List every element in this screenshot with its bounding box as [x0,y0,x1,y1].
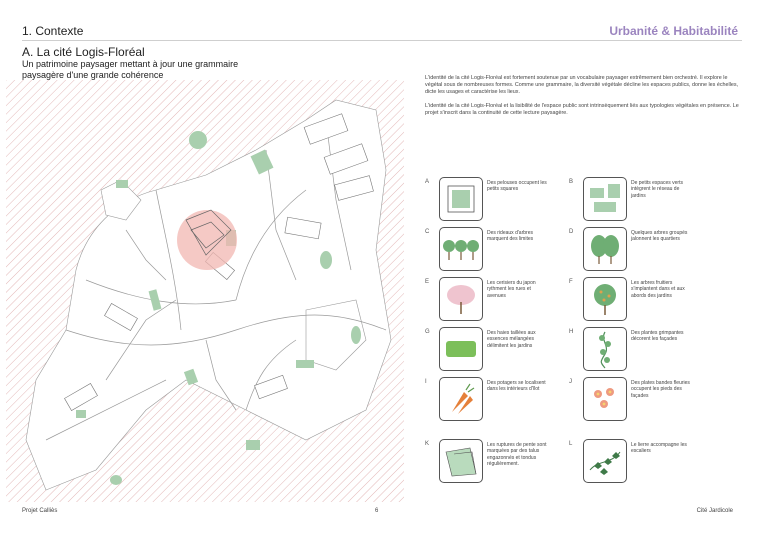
intro-text: L'identité de la cité Logis-Floréal est … [425,75,745,123]
carrot-icon [439,377,483,421]
item-description: Les arbres fruitiers s'implantent dans e… [631,280,685,299]
item-description: Des pelouses occupent les petits squares [487,180,547,193]
item-description: De petits espaces verts intègrent le rés… [631,180,683,199]
map-urban-fabric [25,99,392,491]
tree-group-icon [583,227,627,271]
vegetation-item-l: L Le lierre accompagne les escaliers [569,439,729,501]
header-divider [22,40,742,41]
vegetation-item-f: F Les arbres fruitiers s'implantent dans… [569,277,729,339]
item-letter: A [425,179,430,185]
vegetation-item-b: B De petits espaces verts intègrent le r… [569,177,729,239]
item-description: Des haies taillées aux essences mélangée… [487,330,536,349]
lawn-square-icon [439,177,483,221]
item-letter: I [425,379,427,385]
item-description: Des rideaux d'arbres marquent des limite… [487,230,534,243]
vegetation-item-g: G Des haies taillées aux essences mélang… [425,327,585,389]
vegetation-item-i: I Des potagers se localisent dans les in… [425,377,585,439]
climbing-plant-icon [583,327,627,371]
item-description: Les ruptures de pente sont marquées par … [487,442,547,467]
item-description: Le lierre accompagne les escaliers [631,442,687,455]
item-letter: J [569,379,572,385]
map-project-outline [185,209,232,256]
footer-site-name: Cité Jardicole [696,508,733,514]
item-letter: K [425,441,430,447]
map-project-highlight [177,210,237,270]
item-letter: C [425,229,430,235]
vegetation-item-d: D Quelques arbres groupés jalonnent les … [569,227,729,289]
map-roads [45,119,387,441]
item-letter: L [569,441,573,447]
theme-title: Urbanité & Habitabilité [609,24,738,38]
intro-paragraph-2: L'identité de la cité Logis-Floréal et l… [425,102,739,116]
ivy-icon [583,439,627,483]
item-description: Les cerisiers du japon rythment les rues… [487,280,536,299]
item-letter: E [425,279,430,285]
cherry-tree-icon [439,277,483,321]
item-description: Quelques arbres groupés jalonnent les qu… [631,230,688,243]
item-description: Des plantes grimpantes décorent les faça… [631,330,684,343]
item-description: Des potagers se localisent dans les inté… [487,380,546,393]
page-number: 6 [375,508,379,514]
item-letter: B [569,179,574,185]
vegetation-item-k: K Les ruptures de pente sont marquées pa… [425,439,585,501]
site-plan-map [6,80,404,502]
slope-icon [439,439,483,483]
item-letter: G [425,329,430,335]
intro-paragraph-1: L'identité de la cité Logis-Floréal est … [425,75,739,96]
hedge-icon [439,327,483,371]
page-title: A. La cité Logis-Floréal [22,45,145,59]
green-spaces-icon [583,177,627,221]
item-description: Des plates bandes fleuries occupent les … [631,380,690,399]
page-subtitle: Un patrimoine paysager mettant à jour un… [22,59,239,80]
vegetation-item-e: E Les cerisiers du japon rythment les ru… [425,277,585,339]
flower-bed-icon [583,377,627,421]
item-letter: F [569,279,573,285]
vegetation-item-c: C Des rideaux d'arbres marquent des limi… [425,227,585,289]
fruit-tree-icon [583,277,627,321]
item-letter: H [569,329,574,335]
vegetation-item-a: A Des pelouses occupent les petits squar… [425,177,585,239]
footer-project-name: Projet Calliès [22,508,58,514]
tree-row-icon [439,227,483,271]
section-title: 1. Contexte [22,24,84,38]
vegetation-item-j: J Des plates bandes fleuries occupent le… [569,377,729,439]
item-letter: D [569,229,574,235]
vegetation-item-h: H Des plantes grimpantes décorent les fa… [569,327,729,389]
